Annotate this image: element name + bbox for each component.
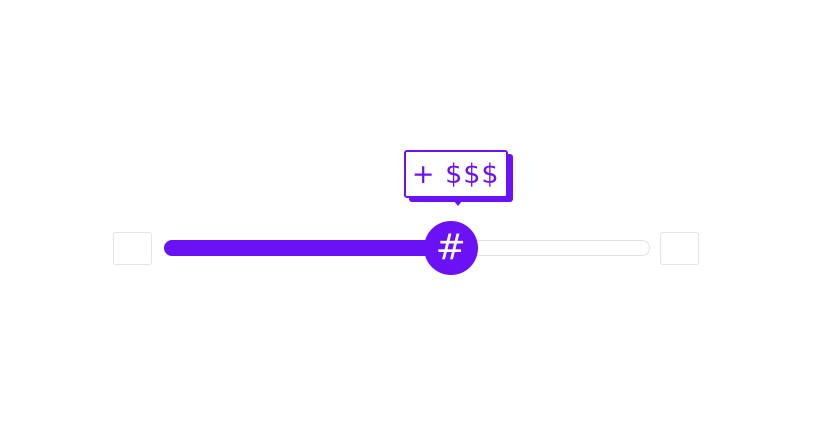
slider-fill <box>164 240 451 256</box>
tooltip-label: + $$$ <box>403 150 508 198</box>
slider-thumb-hash-icon[interactable]: # <box>423 221 478 275</box>
tooltip-pointer <box>449 196 466 206</box>
max-value-box[interactable] <box>660 232 699 265</box>
min-value-box[interactable] <box>113 232 152 265</box>
price-tooltip: + $$$ <box>403 150 513 206</box>
